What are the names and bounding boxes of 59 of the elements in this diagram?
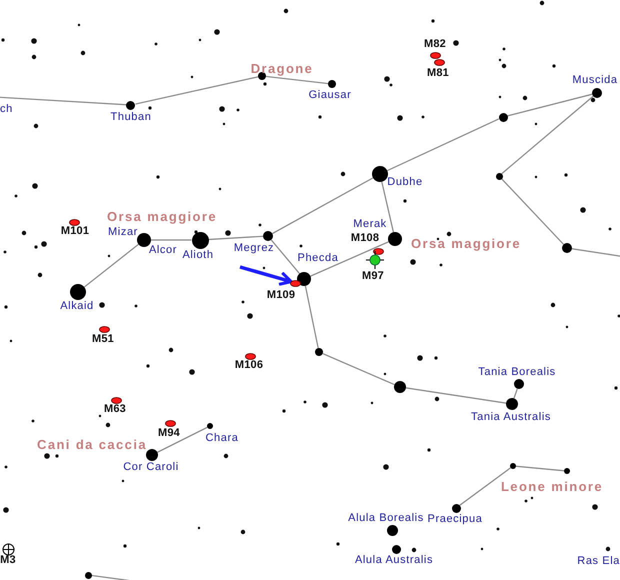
star-name: Praecipua bbox=[428, 512, 482, 526]
constellation-line bbox=[500, 178, 564, 245]
constellation-line bbox=[151, 239, 192, 241]
constellation-line bbox=[322, 353, 395, 386]
constellation-line bbox=[310, 241, 389, 277]
object-label: M63 bbox=[104, 402, 126, 416]
star-name: Ras Ela bbox=[577, 554, 620, 568]
star-name: Chara bbox=[206, 432, 238, 444]
star-name: Alkaid bbox=[60, 300, 94, 312]
constellation-line bbox=[84, 244, 139, 288]
constellation-line bbox=[459, 467, 511, 506]
star-name: Alioth bbox=[182, 248, 214, 262]
pointer-arrow bbox=[240, 265, 293, 286]
object-label: M101 bbox=[60, 224, 90, 238]
star-name: ch bbox=[0, 102, 13, 116]
object-label: M82 bbox=[424, 38, 446, 50]
star-name: Phecda bbox=[298, 252, 338, 264]
constellation-line bbox=[272, 177, 374, 234]
constellation-line bbox=[270, 239, 300, 274]
object-label: M81 bbox=[427, 66, 449, 80]
constellation-line bbox=[501, 96, 594, 174]
star-name: Megrez bbox=[234, 242, 274, 254]
object-label: M108 bbox=[350, 232, 380, 244]
object-label: M94 bbox=[158, 426, 180, 440]
object-label: M109 bbox=[266, 288, 296, 302]
constellation-line bbox=[266, 76, 328, 84]
star-name: Alula Australis bbox=[354, 554, 434, 566]
constellation-line bbox=[406, 387, 506, 404]
object-label: M3 bbox=[0, 554, 16, 566]
constellation-line bbox=[516, 466, 564, 472]
star-name: Alcor bbox=[148, 244, 178, 256]
star-name: Mizar bbox=[108, 226, 138, 238]
constellation-line bbox=[208, 236, 264, 240]
star-name: Alula Borealis bbox=[348, 512, 424, 524]
constellation-name: Dragone bbox=[250, 60, 314, 76]
constellation-line bbox=[135, 76, 258, 105]
constellation-line bbox=[0, 96, 127, 106]
object-label: M106 bbox=[234, 358, 264, 372]
constellation-name: Cani da caccia bbox=[37, 436, 147, 452]
constellation-line bbox=[572, 248, 620, 258]
constellation-name: Orsa maggiore bbox=[107, 208, 217, 224]
star-name: Cor Caroli bbox=[123, 460, 179, 474]
star-name: Thuban bbox=[110, 110, 152, 124]
object-label: M51 bbox=[92, 332, 114, 346]
constellation-line bbox=[381, 182, 394, 232]
constellation-name: Leone minore bbox=[500, 478, 604, 494]
star-name: Dubhe bbox=[387, 176, 423, 188]
star-name: Tania Australis bbox=[471, 410, 551, 424]
star-name: Tania Borealis bbox=[478, 366, 556, 378]
constellation-line bbox=[304, 286, 319, 348]
star-name: Giausar bbox=[308, 88, 352, 102]
constellation-line bbox=[157, 426, 208, 453]
star-name: Muscida bbox=[572, 74, 618, 86]
constellation-line bbox=[387, 118, 500, 172]
object-label: M97 bbox=[362, 270, 384, 282]
constellation-name: Orsa maggiore bbox=[411, 236, 521, 250]
constellation-line bbox=[507, 94, 592, 116]
constellation-line bbox=[513, 388, 518, 399]
star-name: Merak bbox=[353, 218, 387, 230]
